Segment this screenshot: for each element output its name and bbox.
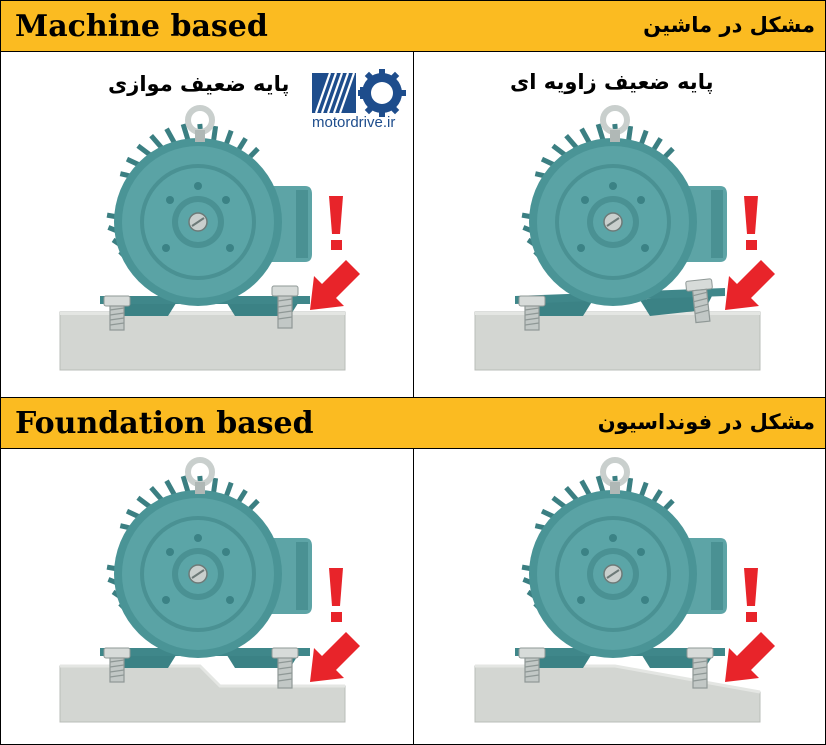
motor <box>515 105 727 316</box>
warning-arrow-icon <box>310 632 360 682</box>
warning-arrow-icon <box>725 632 775 682</box>
panel-divider <box>413 448 414 744</box>
motordrive-logo-icon <box>312 69 406 117</box>
section-title-fa: مشکل در فونداسیون <box>597 410 815 434</box>
logo-text: motordrive.ir <box>312 114 396 131</box>
section-header-foundation: Foundation based مشکل در فونداسیون <box>1 397 825 449</box>
warning-arrow-icon <box>310 260 360 310</box>
warning-exclamation-icon <box>329 196 343 250</box>
foundation-block <box>59 311 346 371</box>
foundation-bolt <box>271 647 299 689</box>
motor <box>100 105 312 316</box>
panel-divider <box>413 52 414 397</box>
section-title-en: Foundation based <box>15 406 314 441</box>
foundation-bolt <box>518 647 546 683</box>
foundation-block <box>474 665 761 723</box>
warning-exclamation-icon <box>329 568 343 622</box>
motor <box>100 457 312 668</box>
panel-label-parallel-soft-foot: پایه ضعیف موازی <box>108 72 290 96</box>
warning-arrow-icon <box>725 260 775 310</box>
section-header-machine: Machine based مشکل در ماشین <box>1 1 825 52</box>
motor-scene-stepped-foundation <box>59 457 360 723</box>
foundation-bolt <box>685 278 713 324</box>
foundation-bolt <box>103 295 131 331</box>
foundation-block <box>474 311 761 371</box>
panel-label-angled-soft-foot: پایه ضعیف زاویه ای <box>510 70 714 94</box>
motor-scene-parallel-soft-foot <box>59 105 360 371</box>
section-title-fa: مشکل در ماشین <box>643 13 815 37</box>
foundation-bolt <box>103 647 131 683</box>
motor <box>515 457 727 668</box>
foundation-bolt <box>518 295 546 331</box>
motor-scene-angled-soft-foot <box>474 105 775 371</box>
foundation-bolt <box>686 647 714 689</box>
warning-exclamation-icon <box>744 196 758 250</box>
motor-scene-sloped-foundation <box>474 457 775 723</box>
foundation-block <box>59 665 346 723</box>
foundation-bolt <box>271 285 299 329</box>
section-title-en: Machine based <box>15 9 268 44</box>
warning-exclamation-icon <box>744 568 758 622</box>
